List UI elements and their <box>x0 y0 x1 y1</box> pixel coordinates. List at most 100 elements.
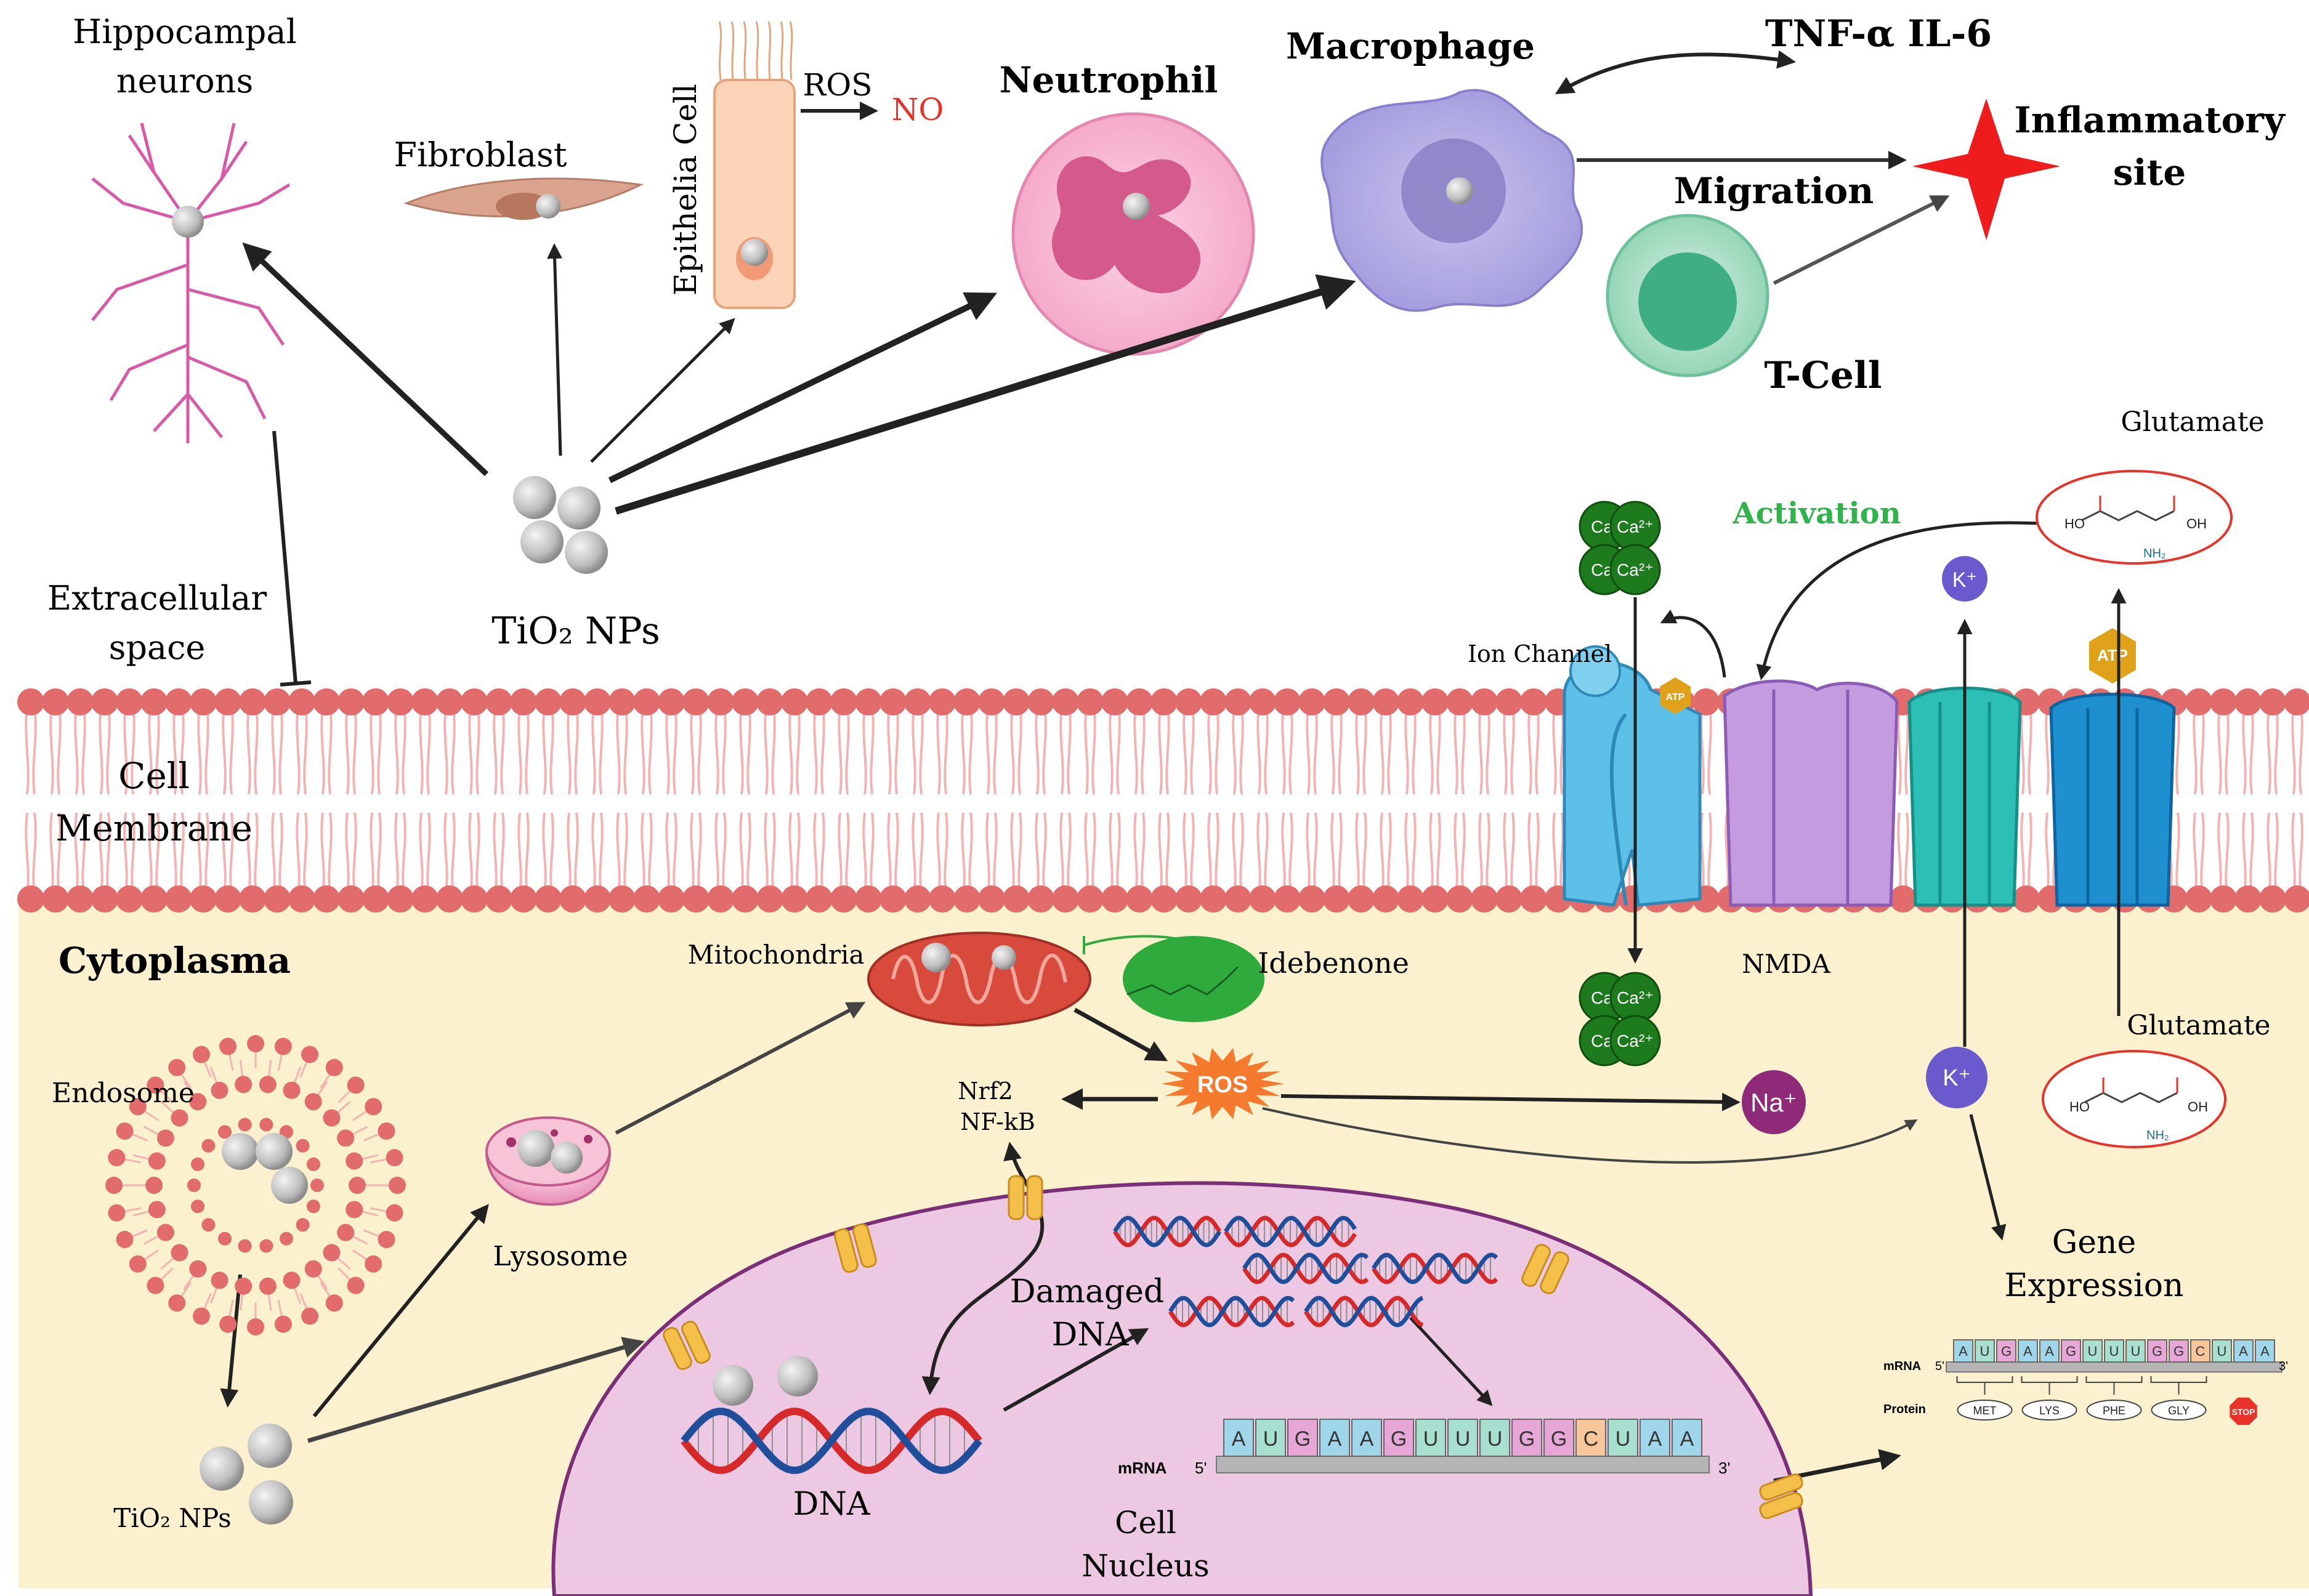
calcium-ion-label: Ca²⁺ <box>1617 560 1654 579</box>
amino-acid <box>1957 1400 2013 1421</box>
lipid-head <box>781 885 808 913</box>
inhibition-line <box>272 430 312 687</box>
label-idebenone: Idebenone <box>1258 946 1409 980</box>
lipid-head <box>1520 688 1547 715</box>
nucleotide-base <box>1351 1419 1382 1457</box>
lipid-head <box>1249 885 1276 913</box>
nucleotide-base <box>2104 1339 2124 1363</box>
lipid-head <box>387 688 414 715</box>
endosome <box>105 1035 406 1336</box>
lipid-head <box>67 885 94 913</box>
glutamate-nh2-bottom: NH₂ <box>2146 1129 2169 1142</box>
nucleotide-base <box>1319 1419 1350 1457</box>
lipid-head <box>830 688 857 715</box>
lipid-head <box>1298 885 1325 913</box>
lipid-head <box>116 885 143 913</box>
nucleotide-letter: U <box>1263 1427 1279 1451</box>
nucleotide-base <box>1287 1419 1318 1457</box>
nucleotide-base <box>1672 1419 1702 1457</box>
amino-acid-label: LYS <box>2039 1405 2060 1417</box>
label-cell-nucleus-2: Nucleus <box>1082 1548 1209 1584</box>
lipid-head <box>633 688 660 715</box>
nucleotide-letter: G <box>2066 1344 2076 1359</box>
potassium-ion-bottom <box>1926 1047 1988 1108</box>
lipid-head <box>461 688 488 715</box>
lipid-head <box>953 885 981 913</box>
atp-hexagon-small <box>1660 677 1691 714</box>
nucleotide-base <box>1575 1419 1606 1457</box>
lipid-head <box>658 885 685 913</box>
lipid-head <box>1249 688 1276 715</box>
lipid-head <box>559 688 586 715</box>
lipid-head <box>1372 688 1399 715</box>
idebenone-molecule <box>1123 936 1264 1022</box>
label-cell-nucleus-1: Cell <box>1115 1505 1176 1541</box>
lipid-head <box>239 688 266 715</box>
macrophage-cell <box>1320 89 1583 312</box>
damaged-dna-strands <box>1113 1215 1498 1328</box>
lipid-head <box>1274 688 1301 715</box>
glutamate-nh2-top: NH₂ <box>2143 547 2166 560</box>
lipid-head <box>781 688 808 715</box>
lipid-head <box>953 688 981 715</box>
tio2-arrows <box>242 242 1356 515</box>
nucleotide-letter: U <box>1980 1344 1990 1359</box>
lipid-head <box>1027 885 1054 913</box>
amino-acid-label: PHE <box>2103 1405 2125 1417</box>
lipid-head <box>1126 885 1153 913</box>
nucleotide-letter: A <box>1360 1427 1374 1451</box>
label-ion-channel: Ion Channel <box>1468 640 1612 667</box>
nanoparticle-icon <box>271 1167 308 1204</box>
stop-sign <box>2230 1397 2257 1425</box>
nuclear-pores <box>663 1175 1803 1519</box>
lipid-head <box>264 885 291 913</box>
lipid-head <box>732 688 759 715</box>
sodium-ion <box>1742 1070 1806 1134</box>
nucleotide-base <box>1975 1339 1995 1363</box>
nucleotide-base <box>2147 1339 2167 1363</box>
lipid-head <box>756 885 783 913</box>
lipid-head <box>1052 885 1079 913</box>
nmda-receptor <box>1723 679 1899 907</box>
nucleotide-base <box>1543 1419 1574 1457</box>
nucleotide-letter: U <box>1423 1427 1439 1451</box>
lipid-head <box>2210 688 2237 715</box>
lipid-head <box>904 885 931 913</box>
lipid-head <box>1126 688 1153 715</box>
nucleotide-base <box>2233 1339 2254 1363</box>
lipid-head <box>362 885 389 913</box>
lipid-head <box>707 688 734 715</box>
label-cytokines: TNF-α IL-6 <box>1765 12 1992 55</box>
calcium-ion-label: Ca <box>1591 560 1613 579</box>
nucleotide-letter: C <box>1583 1427 1599 1451</box>
lipid-head <box>658 688 685 715</box>
lipid-head <box>633 885 660 913</box>
lipid-head <box>609 688 636 715</box>
lipid-head <box>682 688 710 715</box>
nucleotide-letter: A <box>1328 1427 1342 1451</box>
potassium-ion-top <box>1942 556 1988 602</box>
lipid-head <box>42 885 69 913</box>
lipid-head <box>1200 688 1227 715</box>
label-damaged: Damaged <box>1010 1273 1164 1310</box>
nanoparticle-icon <box>713 1365 753 1406</box>
nucleotide-letter: G <box>2001 1344 2012 1359</box>
lipid-head <box>91 688 118 715</box>
lipid-head <box>2185 885 2212 913</box>
calcium-ion-label: Ca²⁺ <box>1617 1031 1654 1050</box>
nucleotide-letter: A <box>1959 1344 1968 1359</box>
lipid-head <box>929 688 956 715</box>
inflammatory-site-star <box>1912 99 2060 240</box>
lipid-head <box>510 688 537 715</box>
fibroblast-cell <box>403 177 644 220</box>
epithelial-cell <box>713 21 796 309</box>
dna-helix <box>681 1408 982 1474</box>
lipid-head <box>411 688 439 715</box>
nucleotide-base <box>2255 1339 2275 1363</box>
k-label-top: K⁺ <box>1952 568 1978 592</box>
lipid-head <box>485 688 512 715</box>
nanoparticle-icon <box>222 1133 259 1170</box>
atp-hexagon <box>2089 628 2136 683</box>
nucleotide-base <box>1640 1419 1670 1457</box>
